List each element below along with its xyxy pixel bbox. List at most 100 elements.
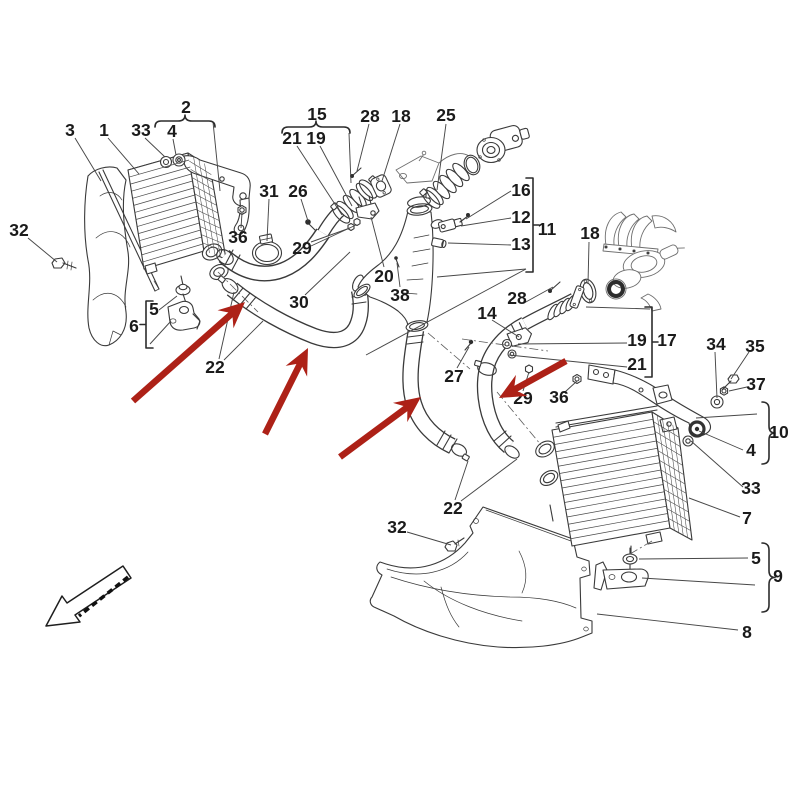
fin-line: [193, 156, 210, 254]
fin-line: [568, 505, 667, 525]
leader-line: [218, 291, 235, 360]
leader-line: [381, 123, 401, 182]
bushing-4-right: [688, 420, 706, 438]
washer-19-right: [501, 338, 513, 350]
leader-line: [728, 386, 748, 392]
fin-line: [566, 498, 666, 518]
fin-line: [130, 166, 191, 185]
part-label-20: 20: [374, 266, 394, 286]
right-intercooler-port-lower: [539, 469, 559, 487]
fin-line: [133, 187, 194, 206]
part-label-32: 32: [387, 517, 407, 537]
red-arrow-shaft: [130, 308, 237, 404]
fin-line: [660, 469, 686, 485]
leader-line: [304, 251, 351, 296]
part-label-17: 17: [657, 330, 676, 350]
sensor-13: [431, 237, 447, 249]
part-label-34: 34: [706, 334, 726, 354]
hose-clamp-31: [251, 233, 283, 266]
stud-28-right: [548, 281, 561, 293]
part-label-22: 22: [205, 357, 225, 377]
leader-line: [688, 497, 741, 518]
gasket-ring: [463, 154, 481, 176]
part-label-13: 13: [511, 234, 531, 254]
leader-line: [149, 320, 172, 345]
fin-line: [653, 421, 680, 438]
fin-line: [131, 173, 192, 192]
part-label-31: 31: [259, 181, 279, 201]
bolt-16: [459, 213, 470, 223]
centerlines: [217, 271, 653, 555]
leader-line: [300, 198, 309, 222]
part-label-6: 6: [129, 316, 139, 336]
leader-line: [454, 460, 469, 501]
leader-line: [564, 380, 578, 393]
part-label-12: 12: [511, 207, 531, 227]
leader-line: [730, 351, 750, 380]
support-bracket-6-drawing: [167, 300, 201, 331]
charge-pipe-22-center: [402, 328, 470, 462]
fin-line: [558, 447, 658, 467]
fin-line: [662, 479, 687, 494]
bolt-27: [464, 339, 474, 351]
leader-line: [447, 242, 512, 246]
washer-33-right: [682, 435, 694, 447]
leader-line: [517, 342, 628, 345]
turbocharger-assembly-drawing: [602, 211, 685, 312]
leader-line: [585, 306, 651, 310]
leader-line: [396, 262, 401, 288]
fin-line: [560, 462, 660, 482]
leader-line: [348, 132, 352, 184]
leader-line: [638, 557, 749, 560]
fin-line: [135, 201, 197, 220]
part-label-21: 21: [282, 128, 302, 148]
part-label-18: 18: [580, 223, 600, 243]
part-label-10: 10: [769, 422, 789, 442]
part-label-29: 29: [292, 238, 312, 258]
group-bracket-6: [139, 300, 154, 349]
part-label-25: 25: [436, 105, 456, 125]
group-bracket-2: [154, 114, 216, 128]
sensor-12: [437, 217, 463, 233]
fin-line: [555, 433, 656, 453]
throttle-body: [476, 124, 530, 164]
fin-line: [668, 518, 691, 531]
fin-line: [134, 194, 195, 213]
grommet-5-left: [175, 283, 191, 304]
charge-pipe-22-right: [474, 285, 585, 459]
leader-line: [74, 137, 102, 182]
washer-33-left: [159, 155, 173, 169]
leader-line: [508, 354, 628, 368]
support-bracket-9-drawing: [593, 561, 649, 591]
leader-line: [310, 224, 357, 247]
leader-line: [436, 268, 527, 278]
fin-line: [659, 460, 684, 475]
part-label-1: 1: [99, 120, 109, 140]
leader-line: [436, 123, 447, 191]
part-label-36: 36: [228, 227, 248, 247]
part-label-5: 5: [751, 548, 761, 568]
red-emphasis-arrow: [499, 358, 568, 398]
leader-line: [465, 190, 512, 220]
leader-line: [296, 145, 343, 216]
stud-28-left: [350, 167, 362, 178]
part-label-19: 19: [627, 330, 647, 350]
hose-clamp-25: [419, 188, 441, 209]
direction-arrow-layer: [45, 565, 132, 627]
washer-34: [710, 395, 724, 409]
intercooler-fins-texture: [129, 156, 691, 540]
fin-line: [556, 440, 657, 460]
fin-line: [141, 236, 202, 256]
leader-line: [698, 430, 744, 451]
part-label-9: 9: [773, 566, 783, 586]
right-intercooler-port-upper: [535, 440, 555, 458]
leader-lines-layer: [27, 121, 758, 631]
bolt-32-left: [51, 257, 77, 271]
leader-line: [641, 577, 756, 586]
part-label-28: 28: [360, 106, 380, 126]
part-label-4: 4: [746, 440, 756, 460]
fin-line: [569, 513, 668, 532]
fin-line: [204, 163, 221, 258]
leader-line: [491, 319, 520, 338]
